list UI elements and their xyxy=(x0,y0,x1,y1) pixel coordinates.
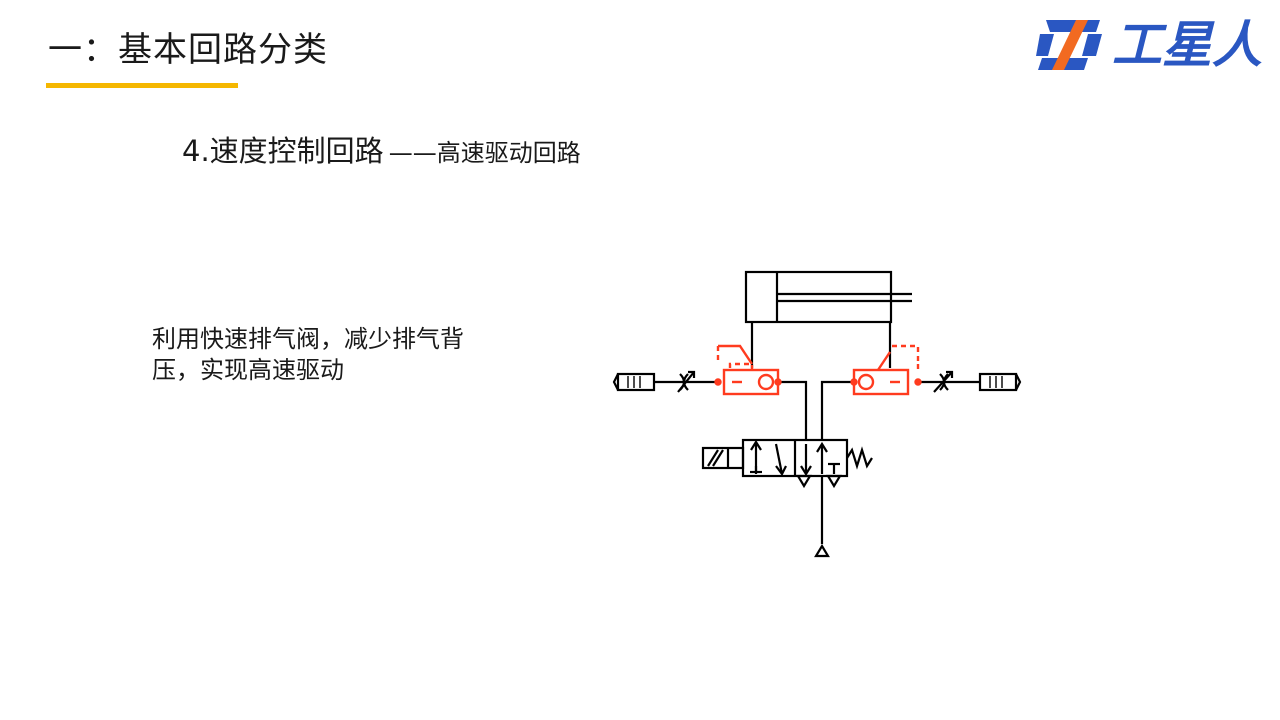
double-acting-cylinder xyxy=(744,270,912,324)
solenoid-directional-valve xyxy=(701,438,873,489)
description: 利用快速排气阀，减少排气背 压，实现高速驱动 xyxy=(152,324,512,386)
section-heading: 4.速度控制回路 ——高速驱动回路 xyxy=(182,128,581,170)
description-line-1: 利用快速排气阀，减少排气背 xyxy=(152,325,464,353)
supply-line-right xyxy=(820,380,852,440)
section-title: 4.速度控制回路 xyxy=(182,134,384,168)
brand-logo: 工星人 xyxy=(1036,14,1272,76)
throttle-valve-left xyxy=(677,370,696,393)
title-underline xyxy=(46,83,238,88)
silencer-right xyxy=(978,372,1022,392)
quick-exhaust-valve-right xyxy=(850,344,922,396)
circuit-svg xyxy=(612,270,1022,558)
description-line-2: 压，实现高速驱动 xyxy=(152,356,344,384)
page-title: 一：基本回路分类 xyxy=(48,30,328,70)
section-subtitle: ——高速驱动回路 xyxy=(388,139,581,167)
quick-exhaust-valve-left xyxy=(714,344,782,396)
silencer-left xyxy=(612,372,656,392)
logo-text: 工星人 xyxy=(1112,16,1262,74)
zg-brand-icon xyxy=(1036,20,1102,70)
supply-line-left xyxy=(778,380,808,440)
pneumatic-circuit-diagram xyxy=(600,260,1040,570)
pressure-source xyxy=(814,543,830,558)
throttle-valve-right xyxy=(933,370,954,393)
